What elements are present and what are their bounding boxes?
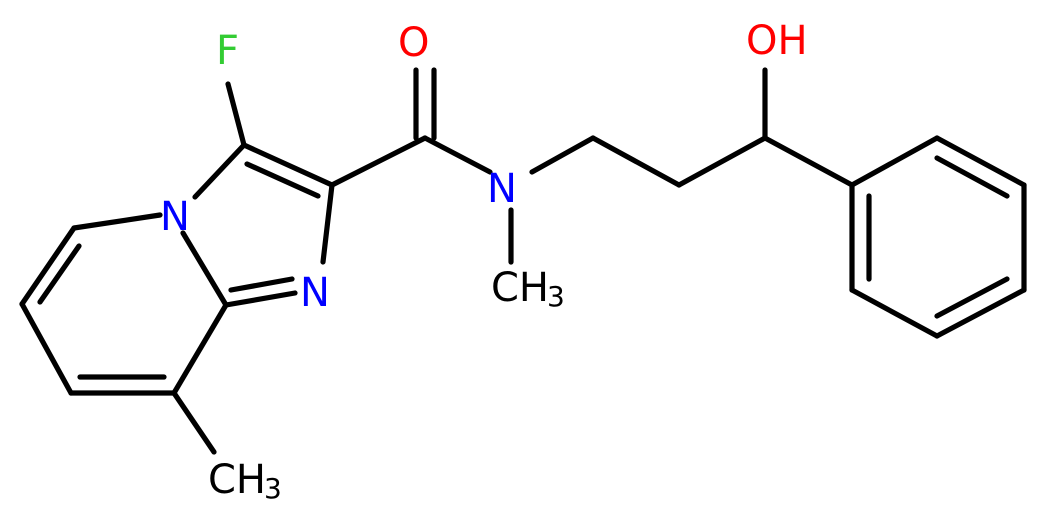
atom-ring-methyl-subscript: 3 — [264, 472, 282, 505]
bond-carbonyl-n — [422, 135, 493, 175]
atom-fluorine: F — [216, 28, 239, 74]
bond-c6-c5 — [19, 225, 77, 307]
bond-c-f-n1 — [192, 142, 247, 200]
bond-c2-n-imid-inner — [228, 276, 295, 293]
bond-c-ring-c-f — [241, 142, 335, 188]
atom-amide-nitrogen: N — [487, 166, 517, 212]
bond-n-chain — [529, 135, 596, 175]
atom-n-methyl-subscript: 3 — [547, 280, 565, 313]
bond-n1-c6 — [71, 212, 163, 231]
atom-n-methyl: CH — [491, 265, 549, 311]
bond-c6-c5-inner — [37, 243, 82, 305]
bond-c3-methyl — [171, 390, 217, 455]
bond-c2-n-imid — [223, 290, 298, 308]
atom-ring-methyl: CH — [208, 457, 266, 503]
bond-ph-2 — [849, 287, 940, 339]
bond-c-ring-carbonyl — [329, 135, 428, 188]
bond-c3-c2 — [171, 302, 229, 396]
bond-c-f — [225, 81, 247, 148]
atom-pyridine-nitrogen: N — [160, 194, 190, 240]
atom-carbonyl-oxygen: O — [398, 20, 429, 66]
bond-ph-5 — [934, 135, 1027, 188]
bond-ph-6 — [849, 135, 940, 188]
bond-c-ring-c-f-inner — [244, 161, 321, 199]
bond-c2-n1 — [180, 230, 229, 308]
bond-n-imid-c-ring — [320, 182, 335, 265]
bond-layer — [19, 67, 1027, 455]
atom-label-layer: F O OH N N N CH 3 CH 3 — [160, 18, 808, 505]
bond-ph-3 — [934, 287, 1027, 339]
atom-imidazole-nitrogen: N — [300, 270, 330, 316]
bond-ph-5-inner — [934, 155, 1010, 199]
atom-hydroxyl: OH — [746, 18, 808, 64]
bond-chain-2 — [676, 135, 768, 188]
bond-c5-c4 — [19, 301, 74, 396]
bond-chain-1 — [590, 135, 682, 188]
bond-ph-3-inner — [934, 276, 1010, 319]
bond-choh-phenyl — [762, 135, 855, 188]
